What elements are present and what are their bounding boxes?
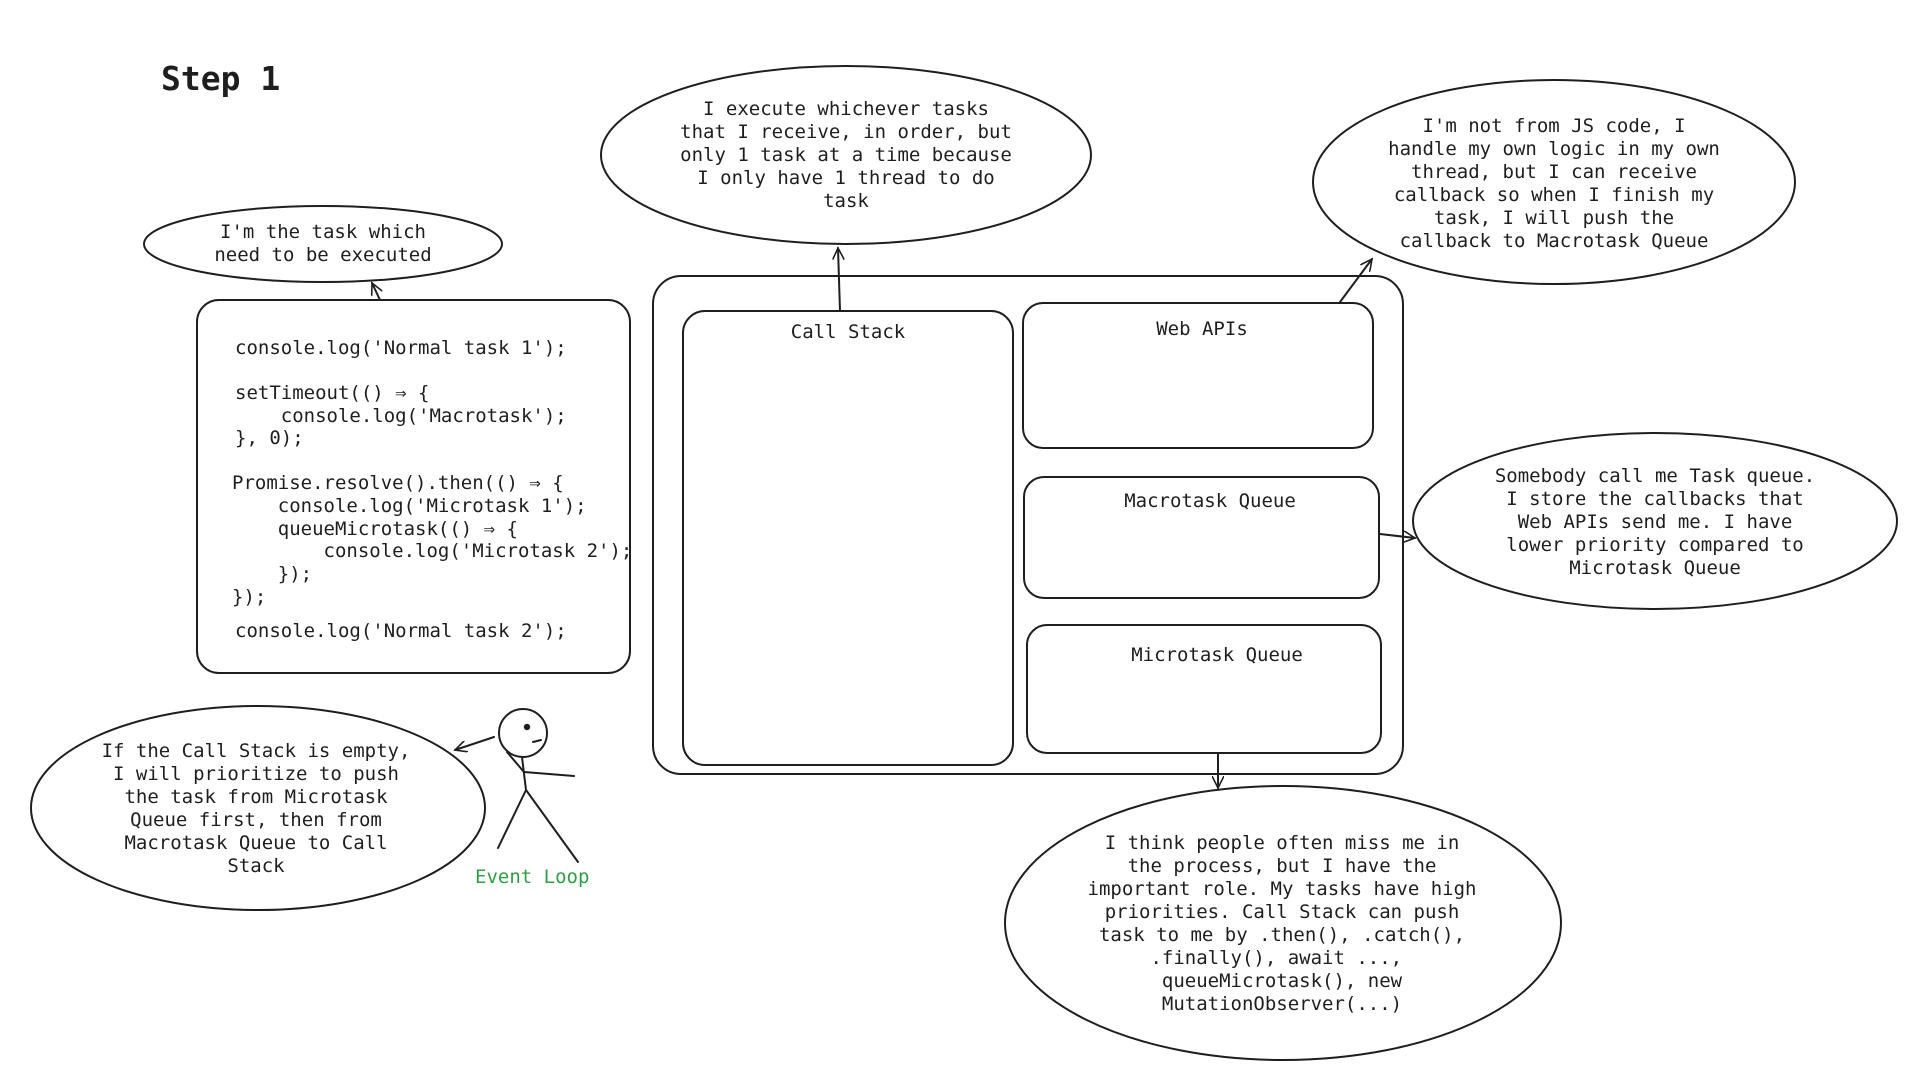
arrow-macrotask-to-bubble — [1379, 534, 1415, 538]
runtime-container — [652, 275, 1404, 775]
code-line: setTimeout(() ⇒ { — [235, 382, 430, 404]
code-line: console.log('Normal task 1'); — [235, 337, 567, 359]
call-stack-bubble — [600, 65, 1092, 245]
task-bubble-text: I'm the task which need to be executed — [214, 221, 432, 266]
arrow-event-loop-to-bubble — [455, 736, 495, 750]
microtask-queue-label: Microtask Queue — [1131, 644, 1303, 666]
call-stack-box — [682, 310, 1014, 766]
code-line: console.log('Microtask 1'); — [232, 495, 587, 517]
macrotask-bubble — [1412, 432, 1898, 610]
macrotask-queue-label: Macrotask Queue — [1124, 490, 1296, 512]
code-line: queueMicrotask(() ⇒ { — [232, 518, 518, 540]
macrotask-bubble-text: Somebody call me Task queue. I store the… — [1494, 465, 1816, 579]
code-line: console.log('Macrotask'); — [235, 405, 567, 427]
code-line: Promise.resolve().then(() ⇒ { — [232, 472, 564, 494]
arrow-web-apis-to-bubble — [1339, 259, 1372, 303]
web-apis-bubble-text: I'm not from JS code, I handle my own lo… — [1388, 115, 1720, 252]
web-apis-label: Web APIs — [1156, 318, 1248, 340]
code-line: console.log('Microtask 2'); — [232, 540, 633, 562]
event-loop-figure — [497, 708, 579, 863]
macrotask-queue-box — [1023, 476, 1380, 599]
code-line: }); — [232, 586, 267, 608]
code-line: }); — [232, 563, 313, 585]
microtask-queue-box — [1026, 624, 1382, 754]
arrow-call-stack-to-bubble — [838, 248, 840, 312]
code-line: console.log('Normal task 2'); — [235, 620, 567, 642]
event-loop-label: Event Loop — [475, 866, 590, 888]
event-loop-bubble-text: If the Call Stack is empty, I will prior… — [101, 740, 411, 877]
code-box — [196, 299, 631, 674]
page-title: Step 1 — [161, 59, 281, 98]
task-bubble — [143, 205, 503, 283]
call-stack-label: Call Stack — [790, 321, 906, 343]
web-apis-box — [1022, 302, 1374, 449]
microtask-bubble-text: I think people often miss me in the proc… — [1087, 832, 1477, 1015]
call-stack-bubble-text: I execute whichever tasks that I receive… — [680, 98, 1012, 212]
event-loop-bubble — [30, 705, 486, 911]
arrow-code-to-task-bubble — [372, 283, 380, 301]
microtask-bubble — [1004, 785, 1562, 1061]
code-line: }, 0); — [235, 427, 304, 449]
web-apis-bubble — [1312, 79, 1796, 285]
